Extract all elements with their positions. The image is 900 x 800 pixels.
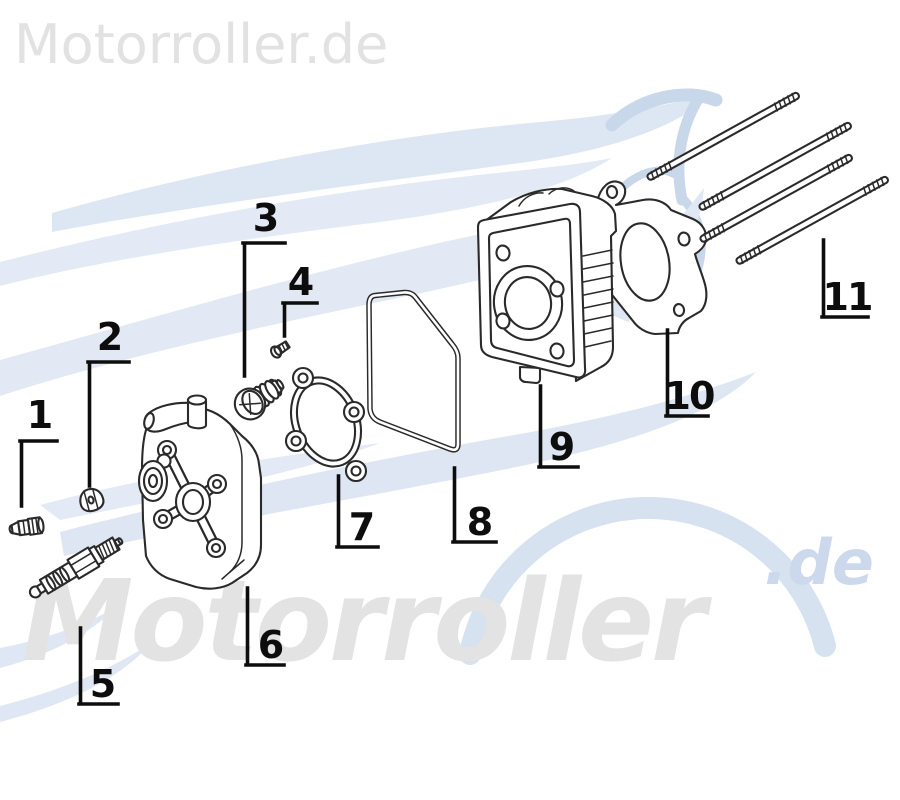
callout-4-label: 4: [288, 260, 314, 304]
callout-6-label: 6: [258, 623, 284, 667]
part-drawing-cover-oring: [366, 289, 461, 453]
part-drawing-cap-nut: [79, 487, 105, 513]
callout-2-label: 2: [97, 315, 123, 359]
part-drawing-small-screw: [269, 340, 291, 359]
callout-7-leader: [335, 474, 380, 549]
callout-3-label: 3: [253, 196, 279, 240]
callout-1-label: 1: [27, 393, 53, 437]
callout-9-leader: [537, 384, 580, 469]
callout-7-label: 7: [349, 505, 375, 549]
callout-6-leader: [244, 586, 286, 667]
callout-5-label: 5: [90, 662, 116, 706]
callout-8-label: 8: [467, 500, 493, 544]
callout-11-leader: [820, 238, 870, 319]
callout-10-label: 10: [665, 374, 714, 418]
part-drawing-screw-with-spring: [233, 378, 285, 421]
watermark-header-text: Motorroller.de: [14, 13, 389, 76]
callout-4-leader: [281, 301, 319, 338]
part-drawing-cylinder-head: [476, 187, 618, 385]
watermark-diagonal-text: Motorroller: [22, 557, 706, 687]
callout-8-leader: [451, 466, 498, 544]
part-drawing-studs: [646, 91, 889, 265]
callout-1-leader: [18, 439, 59, 508]
part-drawing-oval-gasket: [284, 366, 368, 483]
swoosh-bottom-circle: [459, 497, 836, 800]
swoosh-bottom-left-bands: [0, 606, 152, 722]
swoosh-top-band: [0, 92, 716, 286]
callout-3-leader: [241, 241, 287, 378]
part-drawing-spark-plug: [28, 536, 124, 599]
callout-5-leader: [77, 626, 120, 706]
watermark-domain-suffix: .de: [764, 526, 874, 599]
callout-2-leader: [86, 360, 131, 488]
callout-11-label: 11: [823, 275, 872, 319]
part-drawing-fitting: [8, 516, 45, 537]
callout-9-label: 9: [549, 425, 575, 469]
callout-10-leader: [664, 328, 710, 418]
part-drawing-valve-cover: [137, 394, 263, 590]
